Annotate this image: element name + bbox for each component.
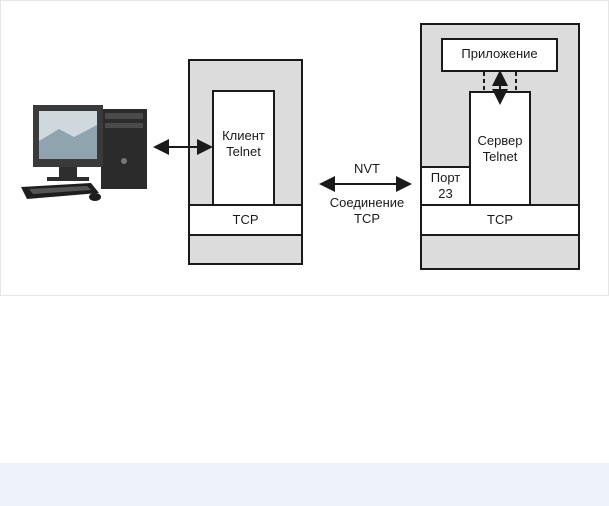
server-tcp-box [420,204,580,236]
arrows-layer [153,70,517,192]
server-telnet-label: Сервер Telnet [477,133,523,164]
tcp-connection-label: Соединение TCP [329,195,405,226]
client-telnet-label: Клиент Telnet [222,128,265,159]
client-tcp-box [188,204,303,236]
bottom-band [0,463,609,506]
telnet-diagram: Клиент Telnet TCP NVT Соединение TCP При… [0,0,609,296]
server-telnet-box [469,91,531,206]
client-telnet-box [212,90,275,206]
client-tcp-label: TCP [232,212,259,227]
port-23-label: Порт 23 [430,170,461,201]
application-box [441,38,558,72]
server-tcp-label: TCP [487,212,513,227]
desktop-computer-icon [21,105,147,201]
nvt-label: NVT [354,161,380,176]
port-23-box [420,166,471,206]
application-label: Приложение [461,46,538,61]
